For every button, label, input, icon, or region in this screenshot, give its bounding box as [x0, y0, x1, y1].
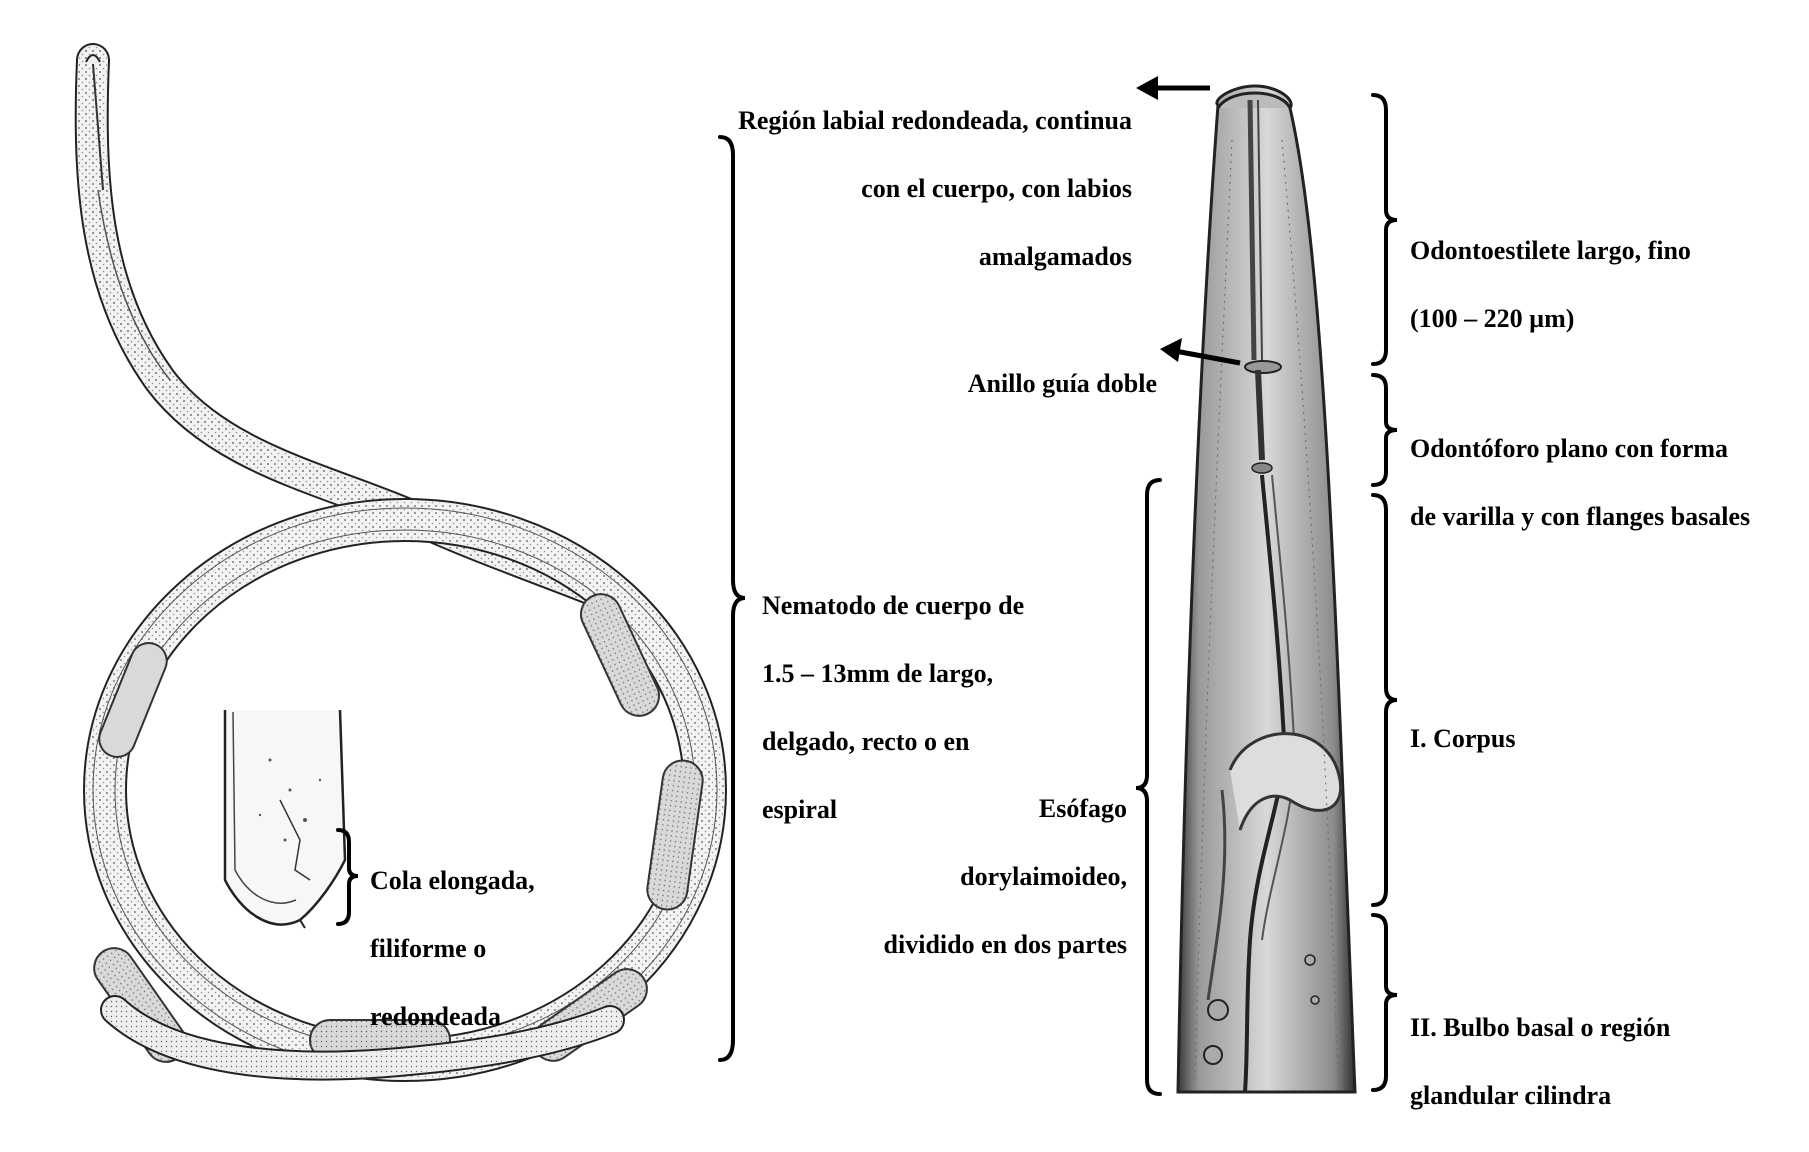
label-cola-line2: filiforme o — [370, 934, 487, 963]
label-cuerpo-line2: 1.5 – 13mm de largo, — [762, 659, 994, 688]
label-bulbo-basal-line2: glandular cilindra — [1410, 1081, 1612, 1110]
label-odontoforo-line1: Odontóforo plano con forma — [1410, 434, 1729, 463]
tail-inset-illustration — [223, 709, 347, 929]
label-region-labial-line3: amalgamados — [978, 242, 1132, 271]
label-odontoforo-line2: de varilla y con flanges basales — [1410, 502, 1751, 531]
brace-odontoforo — [1371, 373, 1398, 487]
label-odontoestilete: Odontoestilete largo, fino (100 – 220 µm… — [1410, 200, 1691, 370]
label-bulbo-basal: II. Bulbo basal o región glandular cilin… — [1410, 977, 1670, 1147]
label-bulbo-basal-line1: II. Bulbo basal o región — [1410, 1013, 1671, 1042]
label-cola-line1: Cola elongada, — [370, 866, 535, 895]
label-cuerpo-line3: delgado, recto o en — [762, 727, 970, 756]
label-cuerpo: Nematodo de cuerpo de 1.5 – 13mm de larg… — [762, 555, 1024, 861]
label-region-labial-line2: con el cuerpo, con labios — [861, 174, 1132, 203]
arrow-anillo — [1160, 338, 1241, 366]
brace-body — [718, 135, 746, 1062]
label-odontoforo: Odontóforo plano con forma de varilla y … — [1410, 398, 1750, 568]
anterior-region-illustration — [1176, 84, 1357, 1094]
label-region-labial: Región labial redondeada, continua con e… — [738, 70, 1132, 308]
label-corpus: I. Corpus — [1410, 688, 1515, 790]
brace-esofago — [1135, 478, 1162, 1096]
label-esofago-line2: dorylaimoideo, — [960, 862, 1127, 891]
label-cola: Cola elongada, filiforme o redondeada — [370, 830, 535, 1068]
label-esofago-line3: dividido en dos partes — [883, 930, 1127, 959]
label-anillo-guia: Anillo guía doble — [968, 333, 1157, 435]
label-cuerpo-line1: Nematodo de cuerpo de — [762, 591, 1025, 620]
label-esofago: Esófago dorylaimoideo, dividido en dos p… — [884, 758, 1127, 996]
label-corpus-text: I. Corpus — [1410, 724, 1516, 753]
nematode-body-illustration — [74, 43, 727, 1082]
brace-odontoestilete — [1371, 93, 1398, 366]
label-anillo-guia-text: Anillo guía doble — [967, 369, 1157, 398]
label-esofago-line1: Esófago — [1038, 794, 1127, 823]
label-cuerpo-line4: espiral — [762, 795, 838, 824]
brace-corpus — [1371, 493, 1398, 907]
label-cola-line3: redondeada — [370, 1002, 501, 1031]
brace-bulbo — [1371, 913, 1398, 1092]
arrow-labial — [1136, 76, 1210, 100]
brace-cola — [336, 828, 359, 926]
label-odontoestilete-line2: (100 – 220 µm) — [1410, 304, 1575, 333]
label-odontoestilete-line1: Odontoestilete largo, fino — [1410, 236, 1691, 265]
label-region-labial-line1: Región labial redondeada, continua — [738, 106, 1132, 135]
